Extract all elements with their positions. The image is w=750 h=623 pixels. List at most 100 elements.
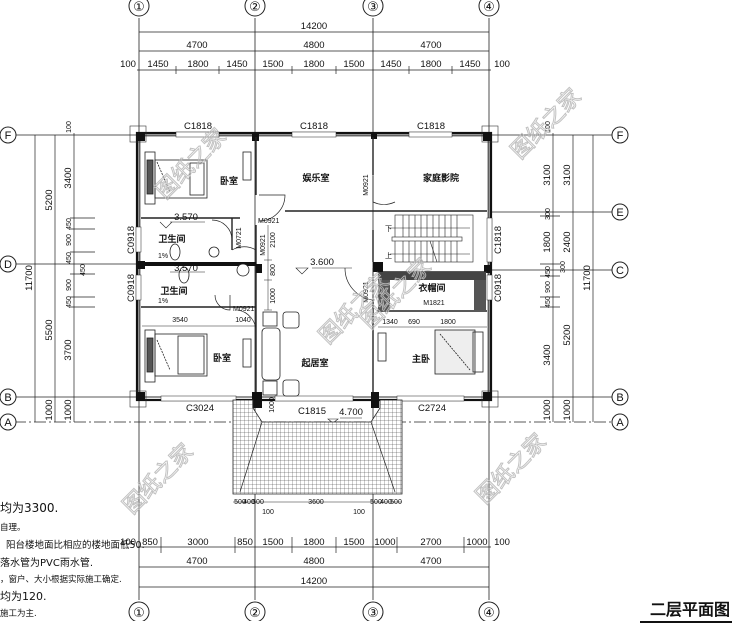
door-dim: 1340 [382,319,398,326]
axis-label-A-right: A [616,417,624,429]
balcony [232,399,403,495]
balcony-dim: 500 [252,499,264,506]
balcony-dim: 100 [353,509,365,516]
top-dim-seg: 1500 [262,59,283,70]
note-line: ，窗户、大小根据实际施工确定. [0,574,122,585]
axis-label-1-bottom: ① [133,605,145,620]
tv-cabinets [242,151,387,368]
left-dim-inner: 3700 [63,339,74,360]
window-label: C0918 [126,274,137,302]
drawing-title: 二层平面图 [640,596,733,623]
right-dimension-lines [540,133,594,422]
axis-label-1: ① [133,0,145,14]
balcony-dim: 500 [370,499,382,506]
right-dim-mid: 5200 [562,324,573,345]
axis-bubbles-top [128,0,500,17]
bottom-dim-seg: 1500 [343,537,364,548]
right-dim-inner: 300 [560,261,567,273]
wall-blocks [139,262,383,273]
stair-up-label: 上 [385,251,392,260]
left-dim-inner: 450 [66,252,73,264]
left-dim-inner: 1000 [63,399,74,420]
right-dim-inner: 900 [545,281,552,293]
bottom-dim-seg: 850 [237,537,253,548]
door-label: M0921 [233,306,255,313]
top-dim-seg: 100 [120,59,136,70]
door-label: M1821 [423,300,445,307]
window-label: C1818 [300,121,328,132]
top-dim-seg: 1450 [147,59,168,70]
axis-label-4-bottom: ④ [483,605,495,620]
left-dim-inner: 100 [66,121,73,133]
axis-label-2: ② [249,0,261,14]
window-label: C0918 [493,274,504,302]
note-line: 均为3300. [0,501,58,515]
top-windows [135,131,493,402]
door-label: M0921 [363,281,370,303]
right-dim-mid: 3100 [562,164,573,185]
elevation-label: 3.600 [310,257,334,268]
note-line: 落水管为PVC雨水管. [0,556,93,569]
watermark: 图纸之家 [119,439,199,519]
bottom-dim-seg: 100 [120,537,136,548]
room-label-recreation: 娱乐室 [302,172,329,183]
watermark: 图纸之家 [472,429,552,509]
top-dimension-lines [137,31,491,74]
right-dim-inner: 1000 [542,399,553,420]
axis-bubbles-left [0,126,17,431]
top-dim-seg: 1450 [380,59,401,70]
door-dim: 1040 [235,317,251,324]
room-label-home-theater: 家庭影院 [423,172,459,183]
right-dim-inner: 450 [545,266,552,278]
top-dim-total: 14200 [301,21,327,32]
axis-bubbles-bottom [128,601,500,621]
balcony-dim: 100 [262,509,274,516]
door-dim: 800 [270,264,277,276]
window-label: C1818 [184,121,212,132]
bottom-dim-seg: 1000 [466,537,487,548]
top-dim-seg: 1800 [187,59,208,70]
top-dim-bay-2: 4800 [303,40,324,51]
door-label: M0921 [363,174,370,196]
left-dim-inner: 450 [66,218,73,230]
axis-label-D-left: D [4,259,12,271]
room-label-bathroom: 卫生间 [158,233,185,244]
door-swings [211,176,396,333]
right-dim-mid: 2400 [562,231,573,252]
cloakroom-shelves [378,272,486,310]
note-line: 均为120. [0,590,47,603]
top-dim-seg: 1800 [420,59,441,70]
bottom-dim-seg: 2700 [420,537,441,548]
right-dim-total: 11700 [582,265,593,291]
bottom-dim-seg: 1500 [262,537,283,548]
top-dim-bay-3: 4700 [420,40,441,51]
note-line: 自理。 [0,522,26,533]
elevation-label: 4.700 [339,407,363,418]
room-label-bedroom: 卧室 [220,175,238,186]
room-label-bathroom: 卫生间 [160,285,187,296]
room-label-cloakroom: 衣帽间 [418,282,445,293]
door-label: M0721 [236,227,243,249]
axis-label-F-right: F [617,130,624,142]
room-label-master-bedroom: 主卧 [412,353,430,364]
axis-label-C-right: C [616,265,624,277]
top-dim-seg: 1450 [226,59,247,70]
left-dim-inner: 450 [80,264,87,276]
left-dimension-lines [34,133,95,422]
balcony-dim: 400 [243,499,255,506]
bottom-dim-seg: 850 [142,537,158,548]
right-dim-inner: 100 [545,121,552,133]
left-dim-inner: 900 [66,234,73,246]
room-label-living: 起居室 [300,357,328,368]
window-label: C1818 [417,121,445,132]
top-dim-seg: 1500 [343,59,364,70]
watermark: 图纸之家 [507,84,587,164]
slope-mark: 1% [158,298,168,305]
balcony-dim: 3600 [308,499,324,506]
bottom-dimension-lines [137,537,491,588]
sofa-set [261,311,300,397]
right-dim-inner: 1800 [542,231,553,252]
window-label: C1818 [493,226,504,254]
door-dim: 1000 [270,288,277,304]
bed-nw [144,151,208,205]
